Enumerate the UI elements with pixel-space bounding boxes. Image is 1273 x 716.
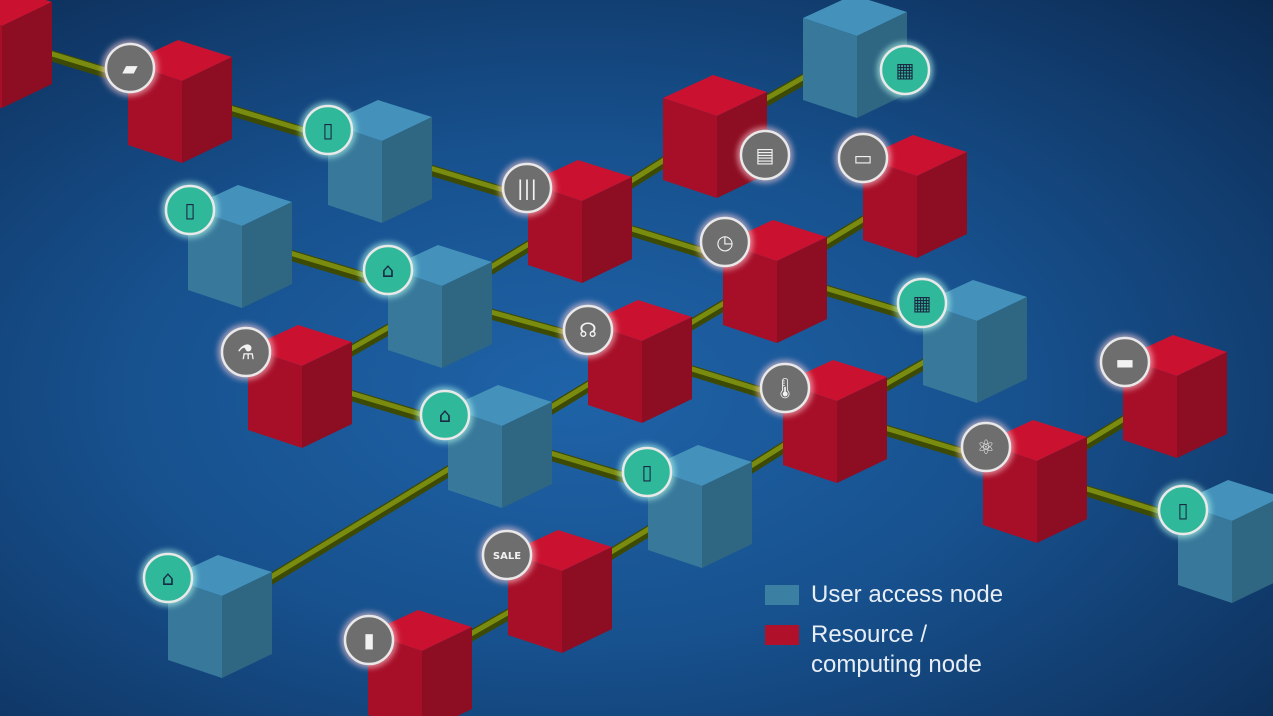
monitor-chart-icon: ⌂ (140, 550, 196, 606)
smartphone-icon: ▯ (300, 102, 356, 158)
icon-glyph: 🌡 (772, 376, 797, 400)
legend-item-user-access: User access node (765, 580, 1011, 610)
resource-node (0, 0, 52, 108)
thermometer-icon: 🌡 (757, 360, 813, 416)
sale-tag-icon: SALE (479, 527, 535, 583)
legend: User access node Resource / computing no… (765, 580, 1011, 690)
icon-glyph: ▮ (363, 628, 374, 652)
legend-label-user-access: User access node (811, 581, 1004, 608)
icon-glyph: ◷ (716, 230, 733, 254)
wallet-icon: ▬ (1097, 334, 1153, 390)
atom-icon: ⚛ (958, 419, 1014, 475)
brain-head-icon: ☊ (560, 302, 616, 358)
legend-label-resource: Resource / computing node (811, 621, 982, 678)
resource-node (508, 530, 612, 653)
flask-icon: ⚗ (218, 324, 274, 380)
smartphone-icon: ▯ (619, 444, 675, 500)
monitor-chart-icon: ⌂ (360, 242, 416, 298)
icon-glyph: ▯ (184, 198, 195, 222)
monitor-chart-icon: ⌂ (417, 387, 473, 443)
tablet-icon: ▦ (877, 42, 933, 98)
barcode-icon: ||| (499, 160, 555, 216)
tablet-icon: ▦ (894, 275, 950, 331)
icon-glyph: ▰ (122, 56, 138, 80)
clock-icon: ◷ (697, 214, 753, 270)
usb-drive-icon: ▮ (341, 612, 397, 668)
smartphone-icon: ▯ (1155, 482, 1211, 538)
icon-glyph: ▯ (1177, 498, 1188, 522)
icon-glyph: ⌂ (382, 258, 395, 282)
icon-glyph: ⚗ (237, 340, 255, 364)
device-icons: ▰ ▯ ▦ ▤ ||| ▭ ▯ ◷ ⌂ ▦ ☊ ⚗ 🌡 ⌂ ▬ ⚛ ▯ ▯ ⌂ SALE ▮ (102, 40, 1211, 668)
icon-glyph: ▭ (854, 146, 873, 170)
id-badge-icon: ▭ (835, 130, 891, 186)
icon-glyph: ▬ (1116, 350, 1135, 374)
legend-swatch-resource (765, 625, 799, 645)
icon-glyph: ☊ (579, 318, 597, 342)
icon-glyph: ⚛ (977, 435, 995, 459)
legend-swatch-user-access (765, 585, 799, 605)
color-swatch-icon: ▰ (102, 40, 158, 96)
legend-item-resource: Resource / computing node (765, 620, 1011, 680)
icon-glyph: ⌂ (439, 403, 452, 427)
icon-glyph: SALE (493, 551, 521, 562)
icon-glyph: ▦ (896, 58, 915, 82)
icon-glyph: ▯ (641, 460, 652, 484)
smartphone-icon: ▯ (162, 182, 218, 238)
icon-glyph: ▦ (913, 291, 932, 315)
book-icon: ▤ (737, 127, 793, 183)
resource-node (723, 220, 827, 343)
icon-glyph: ▯ (322, 118, 333, 142)
icon-glyph: ▤ (756, 143, 775, 167)
user-access-node (923, 280, 1027, 403)
icon-glyph: ||| (517, 176, 537, 200)
icon-glyph: ⌂ (162, 566, 175, 590)
